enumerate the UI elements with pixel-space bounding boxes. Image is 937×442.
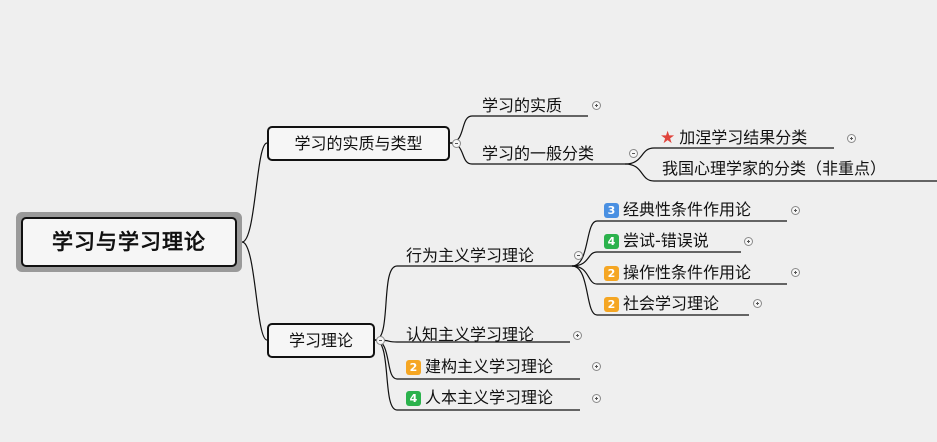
- topic-learning-essence[interactable]: 学习的实质: [482, 95, 562, 117]
- topic-label: 加涅学习结果分类: [679, 128, 808, 147]
- expand-toggle-icon[interactable]: [753, 299, 762, 308]
- topic-trial-and-error[interactable]: 4 尝试-错误说: [604, 230, 709, 252]
- collapse-toggle-icon[interactable]: [574, 251, 583, 260]
- collapse-toggle-icon[interactable]: [376, 336, 385, 345]
- priority-badge: 2: [604, 296, 619, 312]
- topic-behaviorism[interactable]: 行为主义学习理论: [406, 245, 534, 267]
- topic-essence-and-type[interactable]: 学习的实质与类型: [267, 126, 450, 161]
- topic-label: 尝试-错误说: [623, 231, 709, 250]
- topic-cognitivism[interactable]: 认知主义学习理论: [406, 324, 534, 346]
- topic-label: 操作性条件作用论: [623, 263, 752, 282]
- topic-label: 社会学习理论: [623, 294, 720, 313]
- topic-label: 认知主义学习理论: [406, 325, 535, 344]
- collapse-toggle-icon[interactable]: [629, 149, 638, 158]
- topic-humanism[interactable]: 4 人本主义学习理论: [406, 387, 553, 409]
- topic-social-learning[interactable]: 2 社会学习理论: [604, 293, 719, 315]
- expand-toggle-icon[interactable]: [592, 362, 601, 371]
- priority-badge: 4: [406, 390, 421, 406]
- expand-toggle-icon[interactable]: [791, 206, 800, 215]
- topic-general-classification[interactable]: 学习的一般分类: [482, 143, 594, 165]
- priority-badge: 4: [604, 233, 619, 249]
- topic-label: 行为主义学习理论: [406, 246, 535, 265]
- root-topic[interactable]: 学习与学习理论: [16, 212, 242, 272]
- expand-toggle-icon[interactable]: [791, 268, 800, 277]
- star-icon: ★: [660, 127, 676, 148]
- expand-toggle-icon[interactable]: [847, 134, 856, 143]
- topic-label: 人本主义学习理论: [425, 388, 554, 407]
- topic-classical-conditioning[interactable]: 3 经典性条件作用论: [604, 199, 751, 221]
- root-topic-label: 学习与学习理论: [21, 217, 237, 267]
- priority-badge: 2: [604, 265, 619, 281]
- topic-label: 我国心理学家的分类（非重点）: [662, 159, 887, 178]
- topic-label: 学习的一般分类: [482, 144, 595, 163]
- topic-operant-conditioning[interactable]: 2 操作性条件作用论: [604, 262, 751, 284]
- topic-learning-theory[interactable]: 学习理论: [267, 323, 375, 358]
- expand-toggle-icon[interactable]: [744, 237, 753, 246]
- topic-label: 学习的实质: [482, 96, 563, 115]
- topic-label: 建构主义学习理论: [425, 357, 554, 376]
- topic-label: 经典性条件作用论: [623, 200, 752, 219]
- topic-domestic-classification[interactable]: 我国心理学家的分类（非重点）: [662, 158, 886, 180]
- topic-constructivism[interactable]: 2 建构主义学习理论: [406, 356, 553, 378]
- topic-gagne-classification[interactable]: ★ 加涅学习结果分类: [660, 127, 807, 149]
- collapse-toggle-icon[interactable]: [452, 139, 461, 148]
- priority-badge: 3: [604, 202, 619, 218]
- expand-toggle-icon[interactable]: [592, 394, 601, 403]
- expand-toggle-icon[interactable]: [573, 331, 582, 340]
- expand-toggle-icon[interactable]: [592, 101, 601, 110]
- priority-badge: 2: [406, 359, 421, 375]
